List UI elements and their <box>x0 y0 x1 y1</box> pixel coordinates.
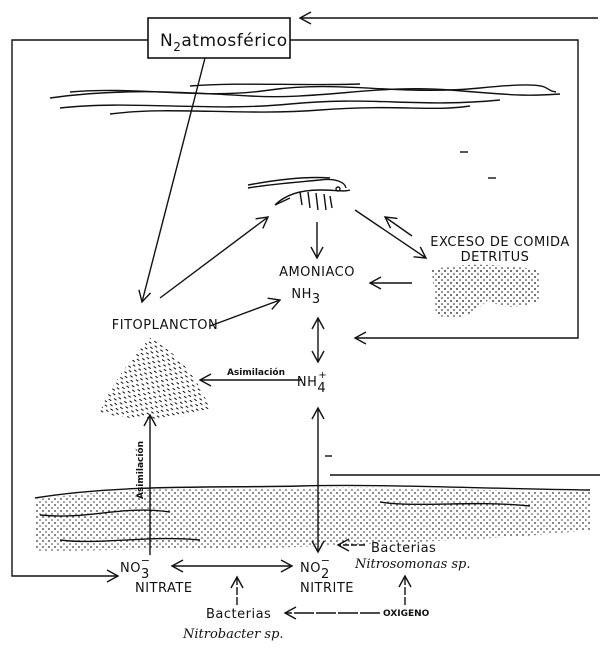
nitrite-label: NITRITE <box>300 581 354 596</box>
shrimp-to-detritus-arrow <box>354 209 428 259</box>
assimilation-label-horizontal: Asimilación <box>227 367 285 378</box>
sediment-layer <box>34 484 591 552</box>
detritus-particles <box>432 264 540 318</box>
nh4-formula: NH4+ <box>297 370 327 396</box>
return-line-left <box>11 39 148 583</box>
excess-food-label: EXCESO DE COMIDA <box>430 235 569 250</box>
no3-formula: NO3− <box>120 554 150 582</box>
svg-text:N2atmosférico: N2atmosférico <box>160 31 288 54</box>
phytoplankton-cluster <box>100 338 210 419</box>
nitrosomonas-label: Nitrosomonas sp. <box>354 557 471 572</box>
water-surface <box>49 83 561 179</box>
no2-formula: NO2− <box>300 554 330 582</box>
return-line-right <box>290 39 579 345</box>
phyto-to-shrimp-arrow <box>159 216 270 299</box>
bacteria-label-1: Bacterias <box>371 541 436 556</box>
nitrobacter-label: Nitrobacter sp. <box>182 627 284 642</box>
detritus-label: DETRITUS <box>461 250 530 265</box>
nitrate-label: NITRATE <box>135 581 193 596</box>
nh3-formula: NH3 <box>291 287 320 307</box>
fixation-arrow <box>138 57 206 304</box>
n2-atmospheric-box: N2atmosférico <box>147 17 291 59</box>
oxygen-label: OXIGENO <box>383 609 430 619</box>
phyto-to-ammonia-arrow <box>209 297 282 327</box>
bacteria-label-2: Bacterias <box>206 607 271 622</box>
detritus-to-shrimp-arrow <box>383 216 413 237</box>
ammonia-label: AMONIACO <box>279 265 355 280</box>
shrimp-icon <box>247 176 351 211</box>
phytoplankton-label: FITOPLANCTON <box>112 318 218 333</box>
assimilation-label-vertical: Asimilación <box>135 441 146 499</box>
